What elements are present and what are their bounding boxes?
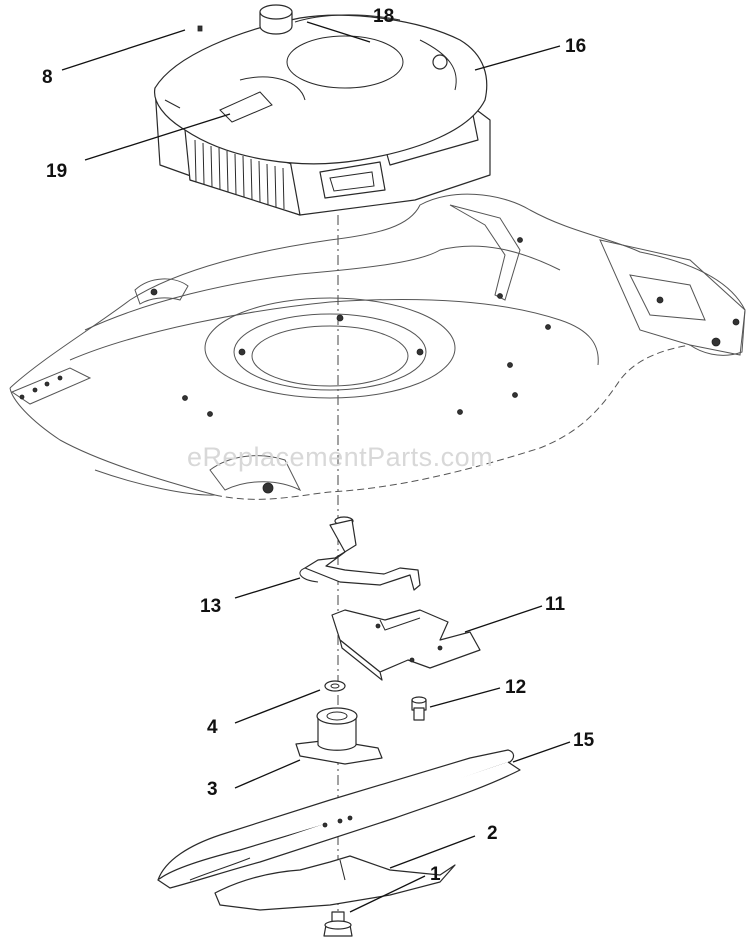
part-12-bolt [411,696,427,721]
callout-labels: 8 18 16 19 13 11 12 4 15 3 2 1 [42,6,595,885]
engine-assembly [154,4,491,216]
watermark: eReplacementParts.com [187,442,493,472]
callout-13: 13 [200,596,221,617]
callout-19: 19 [46,161,67,182]
mower-deck [9,193,746,500]
callout-11: 11 [545,594,566,615]
callout-3: 3 [207,779,218,800]
callout-4: 4 [207,717,218,738]
part-11-baffle [331,609,481,681]
callout-12: 12 [505,677,526,698]
callout-1: 1 [430,864,441,885]
part-3-adapter [295,707,383,765]
callout-18: 18 [373,6,394,27]
part-13-bracket [299,516,421,591]
callout-8: 8 [42,67,53,88]
leader-lines [61,21,571,913]
callout-15: 15 [573,730,595,751]
part-1-bolt [323,911,353,937]
part-2-insert [214,855,456,911]
part-15-blade [157,749,521,889]
part-4-washer [324,680,346,692]
callout-2: 2 [487,823,498,844]
callout-16: 16 [565,36,586,57]
